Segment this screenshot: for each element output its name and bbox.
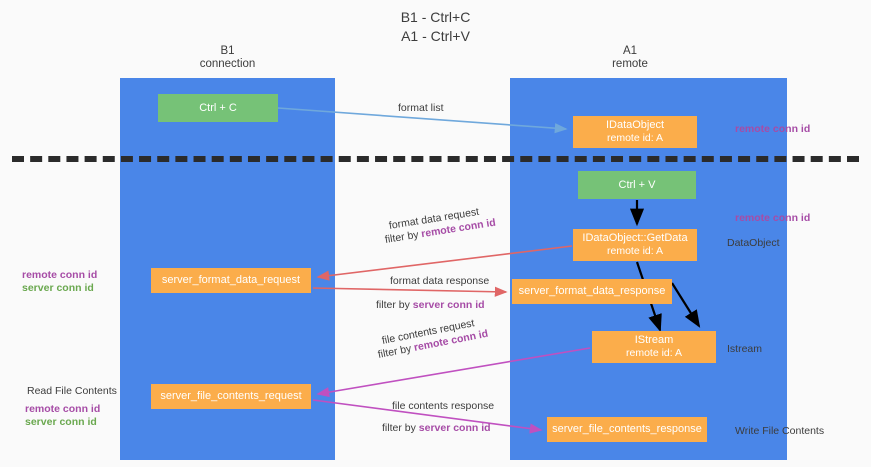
node-idataobject-getdata[interactable]: IDataObject::GetData remote id: A bbox=[573, 229, 697, 261]
node-server-format-data-response-label: server_format_data_response bbox=[518, 285, 666, 297]
annotation-server-conn-id-left-2: server conn id bbox=[25, 416, 97, 428]
node-ctrl-c-label: Ctrl + C bbox=[199, 101, 237, 114]
annotation-remote-conn-id-left-2: remote conn id bbox=[25, 403, 101, 415]
annotation-write-file-contents: Write File Contents bbox=[735, 425, 825, 437]
node-server-format-data-request-label: server_format_data_request bbox=[161, 274, 301, 286]
column-header-a1-role: remote bbox=[612, 58, 648, 70]
phase-divider bbox=[12, 156, 859, 162]
title-line-2: A1 - Ctrl+V bbox=[401, 28, 470, 44]
node-idataobject-line2: remote id: A bbox=[606, 132, 664, 144]
arrow-format-data-response bbox=[312, 286, 508, 297]
annotation-remote-conn-id-left-1: remote conn id bbox=[22, 269, 98, 281]
node-istream-line1: IStream bbox=[634, 334, 674, 346]
edge-label-file-contents-response-filter: filter by server conn id bbox=[382, 421, 491, 435]
node-server-file-contents-response[interactable]: server_file_contents_response bbox=[547, 417, 707, 442]
column-header-b1-role: connection bbox=[199, 58, 256, 70]
title-line-1: B1 - Ctrl+C bbox=[400, 9, 471, 25]
filter-key-server-conn-id-1: server conn id bbox=[412, 299, 485, 311]
annotation-istream: Istream bbox=[727, 343, 763, 355]
node-ctrl-v-label: Ctrl + V bbox=[618, 178, 656, 191]
column-header-b1-name: B1 bbox=[220, 45, 235, 57]
annotation-remote-conn-id-right-2: remote conn id bbox=[735, 212, 811, 224]
node-getdata-line2: remote id: A bbox=[606, 245, 664, 257]
annotation-read-file-contents: Read File Contents bbox=[27, 385, 117, 397]
filter-prefix-2: filter by bbox=[376, 299, 413, 311]
annotation-dataobject: DataObject bbox=[727, 237, 780, 249]
page-title: B1 - Ctrl+C A1 - Ctrl+V bbox=[0, 8, 871, 46]
node-idataobject[interactable]: IDataObject remote id: A bbox=[573, 116, 697, 148]
node-ctrl-c[interactable]: Ctrl + C bbox=[158, 94, 278, 122]
column-header-b1: B1 connection bbox=[140, 45, 315, 71]
column-header-a1-name: A1 bbox=[622, 45, 638, 57]
annotation-remote-conn-id-right-1: remote conn id bbox=[735, 123, 811, 135]
node-istream-line2: remote id: A bbox=[625, 347, 683, 359]
node-server-format-data-response[interactable]: server_format_data_response bbox=[512, 279, 672, 304]
node-getdata-line1: IDataObject::GetData bbox=[582, 232, 688, 244]
filter-prefix-4: filter by bbox=[382, 422, 419, 434]
column-header-a1: A1 remote bbox=[530, 45, 730, 71]
node-idataobject-line1: IDataObject bbox=[605, 119, 665, 131]
node-server-format-data-request[interactable]: server_format_data_request bbox=[151, 268, 311, 293]
node-server-file-contents-request-label: server_file_contents_request bbox=[160, 390, 302, 402]
edge-label-format-data-response-filter: filter by server conn id bbox=[376, 298, 485, 312]
node-server-file-contents-response-label: server_file_contents_response bbox=[552, 423, 702, 435]
annotation-server-conn-id-left-1: server conn id bbox=[22, 282, 94, 294]
edge-label-file-contents-response: file contents response bbox=[392, 400, 495, 412]
node-server-file-contents-request[interactable]: server_file_contents_request bbox=[151, 384, 311, 409]
node-istream[interactable]: IStream remote id: A bbox=[592, 331, 716, 363]
filter-key-server-conn-id-2: server conn id bbox=[418, 422, 491, 434]
node-ctrl-v[interactable]: Ctrl + V bbox=[578, 171, 696, 199]
edge-label-format-list: format list bbox=[398, 102, 444, 114]
edge-label-format-data-response: format data response bbox=[390, 275, 490, 287]
